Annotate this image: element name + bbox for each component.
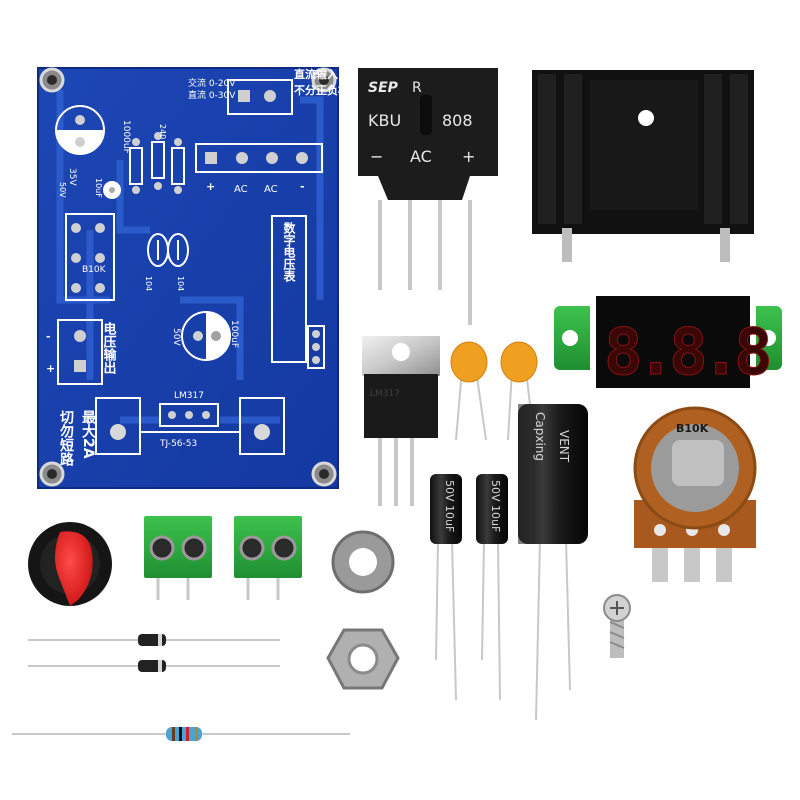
pcb-regulator-footprint [95,397,285,455]
pcb-output-terminal-footprint [57,319,103,385]
potentiometer: B10K [633,406,757,582]
pcb-pin-ac1: AC [234,184,248,195]
electrolytic-capacitor-large: Capxing VENT [518,404,588,721]
terminal-block-2 [234,516,302,600]
pcb-cap-big-voltage: 35V [67,168,77,186]
control-knob [28,522,112,606]
pcb-heatsink-label: TJ-56-53 [159,439,197,449]
pcb-bridge-footprint [195,143,323,173]
pcb-pin-minus: - [300,180,305,193]
terminal-block-1 [144,516,212,600]
pcb-input-terminal-footprint [227,79,293,115]
bridge-rectifier: SEP R KBU 808 − AC + [358,68,498,325]
pcb-pot-footprint [65,213,115,301]
pcb-pin-plus: + [206,180,215,193]
pot-shaft [672,440,724,486]
pcb-cap-footprint-large [55,105,105,155]
diode-1 [28,634,280,646]
electrolytic-capacitor-small-2: 50V 10uF [476,474,508,701]
pcb-input-label: 直流输入 [294,67,338,81]
heatsink-pin-right [720,228,730,262]
pcb-mounting-holes [39,67,337,487]
resistor [12,727,350,741]
pcb-cer2: 104 [176,276,185,291]
regulator-leads [378,438,414,506]
bridge-model-b: 808 [442,111,473,130]
lm317-regulator: LM317 [362,336,440,506]
electrolytic-capacitor-small-1: 50V 10uF [430,474,462,701]
pcb-pin-ac2: AC [264,184,278,195]
diode-2 [28,660,280,672]
pcb-cap2-footprint [181,311,231,361]
pcb-cap2-voltage: 50V [171,328,181,346]
pcb-resistor-footprints [129,132,185,194]
cap-small2-label: 50V 10uF [489,480,502,532]
bridge-model-a: KBU [368,111,401,130]
digital-voltmeter: 8.8.8 [554,290,782,391]
pcb-voltmeter-footprint [271,215,325,369]
bridge-brand: SEP [368,80,399,96]
pcb-ac-range: 交流 0-20V [188,77,236,89]
pcb-reg-label: LM317 [174,391,204,401]
regulator-body [364,374,438,438]
pcb-board: 1000uF 35V 10uF 50V 240 交流 0-20V 直流 0-30… [37,67,350,489]
pcb-polarity-note: 不分正负极 [294,83,350,97]
voltmeter-digits: 8.8.8 [604,316,769,390]
pcb-cap2-value: 100uF [229,320,239,348]
pcb-cap-small-voltage: 50V [58,182,67,198]
bridge-mark: R [412,80,422,96]
pcb-dc-range: 直流 0-30V [188,89,236,101]
pot-label: B10K [676,422,709,435]
pcb-pot-label: B10K [82,265,107,275]
pcb-output-label: 电压输出 [101,321,117,375]
pcb-out-minus: - [46,330,51,343]
pcb-ceramic-footprints [147,233,189,267]
bridge-minus: − [370,147,383,166]
washer-hole [349,548,377,576]
heatsink [532,70,754,262]
pcb-cap-footprint-small [103,181,121,199]
pcb-cap-small-value: 10uF [94,178,103,198]
knob-pointer [55,531,93,606]
pcb-res-value: 240 [158,124,167,139]
voltmeter-display [596,296,750,388]
bridge-leads [378,200,472,325]
screw [603,594,631,658]
pcb-cap-big-value: 1000uF [121,120,131,154]
pcb-note: 切勿短路 [58,410,75,466]
pcb-cer1: 104 [144,276,153,291]
pcb-max-current: 最大2A [80,409,96,458]
cap-small1-label: 50V 10uF [443,480,456,532]
pot-pins [652,540,732,582]
cap-big-series: VENT [557,430,571,463]
regulator-marking: LM317 [370,389,400,399]
pcb-meter-label: 数字电压表 [282,221,296,283]
bridge-ac: AC [410,147,432,166]
bridge-plus: + [462,147,475,166]
heatsink-pin-left [562,228,572,262]
ceramic-capacitor-1 [450,341,488,441]
cap-big-brand: Capxing [533,412,547,461]
pcb-out-plus: + [46,362,55,375]
heatsink-fins [538,74,748,224]
heatsink-hole [638,110,654,126]
